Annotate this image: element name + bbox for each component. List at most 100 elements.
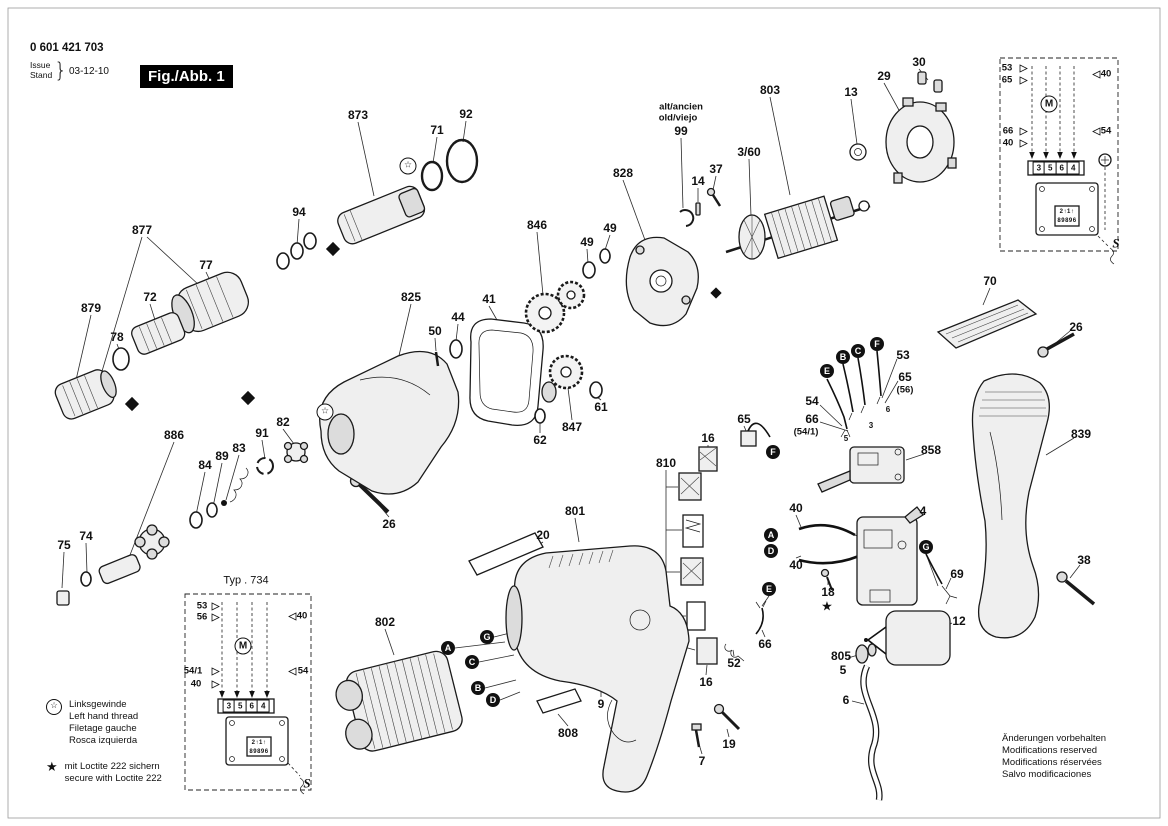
- part-callout: 2↑1↑: [1059, 209, 1075, 215]
- part-callout: 886: [163, 428, 185, 442]
- part-callout: 40: [789, 501, 803, 515]
- wire-badge-b: B: [471, 681, 485, 695]
- wire-badge-m: M: [1040, 95, 1058, 113]
- part-callout: 26: [1069, 320, 1083, 334]
- part-callout: 5: [839, 663, 847, 677]
- wire-badge-g: G: [480, 630, 494, 644]
- part-callout: 825: [400, 290, 422, 304]
- issue-stand-block: Issue Stand } 03-12-10: [30, 58, 109, 82]
- page-frame: [7, 7, 1161, 819]
- wire-badge-d: D: [764, 544, 778, 558]
- part-callout: 52: [727, 656, 741, 670]
- part-callout: 74: [79, 529, 93, 543]
- part-callout: 84: [198, 458, 212, 472]
- part-callout: 62: [533, 433, 547, 447]
- brace-glyph: }: [54, 58, 67, 82]
- part-callout: S: [1112, 235, 1120, 251]
- part-callout: 49: [603, 221, 617, 235]
- part-callout: 808: [557, 726, 579, 740]
- part-callout: 54: [805, 394, 819, 408]
- legend-line: Filetage gauche: [69, 722, 137, 734]
- part-callout: 94: [292, 205, 306, 219]
- legend-line: Left hand thread: [69, 710, 139, 722]
- part-callout: 83: [232, 441, 246, 455]
- part-callout: 66: [1002, 125, 1014, 137]
- part-callout: 13: [844, 85, 858, 99]
- part-callout: 18: [821, 585, 835, 599]
- filled-star-icon: ★: [46, 760, 58, 775]
- part-callout: 65: [898, 370, 912, 384]
- part-callout: old/viejo: [658, 112, 698, 124]
- part-callout: 72: [143, 290, 157, 304]
- wire-badge-m: M: [234, 637, 252, 655]
- part-callout: 53: [196, 600, 208, 612]
- part-callout: alt/ancien: [659, 101, 703, 113]
- part-callout: 847: [561, 420, 583, 434]
- part-callout: 828: [612, 166, 634, 180]
- legend-line: Rosca izquierda: [69, 734, 138, 746]
- part-callout: 38: [1077, 553, 1091, 567]
- footer-line: Modifications réservées: [1002, 756, 1102, 768]
- loctite-star-icon: ★: [821, 599, 833, 615]
- part-callout: 9: [597, 697, 605, 711]
- part-callout: 91: [255, 426, 269, 440]
- part-callout: 801: [564, 504, 586, 518]
- part-callout: 49: [580, 235, 594, 249]
- legend-line: secure with Loctite 222: [64, 772, 162, 784]
- clutch-assembly-shapes: [54, 138, 479, 420]
- part-callout: 26: [382, 517, 396, 531]
- part-callout: 2↑1↑: [251, 740, 267, 746]
- part-callout: 54: [1100, 125, 1112, 137]
- part-callout: 30: [912, 55, 926, 69]
- stand-label: Stand: [30, 70, 53, 80]
- wire-badge-e: E: [762, 582, 776, 596]
- part-callout: 77: [199, 258, 213, 272]
- part-callout: 89896: [249, 749, 269, 755]
- footer-line: Modifications reserved: [1002, 744, 1098, 756]
- part-callout: 803: [759, 83, 781, 97]
- wire-badge-f: F: [766, 445, 780, 459]
- part-callout: 75: [57, 538, 71, 552]
- modifications-note: Änderungen vorbehalten Modifications res…: [1002, 733, 1106, 781]
- part-callout: S: [303, 775, 311, 791]
- part-callout: 41: [482, 292, 496, 306]
- wire-badge-f: F: [870, 337, 884, 351]
- wiring-inset-typ734: [184, 593, 312, 795]
- wire-badge-g: G: [919, 540, 933, 554]
- wire-badge-a: A: [764, 528, 778, 542]
- part-callout: 877: [131, 223, 153, 237]
- part-callout: 40: [1002, 137, 1014, 149]
- left-hand-thread-star-icon: ☆: [316, 403, 334, 421]
- spindle-group-shapes: [56, 390, 390, 606]
- part-callout: 6: [885, 405, 891, 414]
- part-callout: 19: [722, 737, 736, 751]
- part-callout: 54: [297, 665, 309, 677]
- left-hand-thread-star-icon: ☆: [399, 157, 417, 175]
- wire-badge-c: C: [851, 344, 865, 358]
- part-callout: Typ . 734: [223, 574, 269, 587]
- wire-badge-c: C: [465, 655, 479, 669]
- part-callout: 16: [701, 431, 715, 445]
- legend-line: mit Loctite 222 sichern: [64, 761, 160, 772]
- part-callout: 89896: [1057, 218, 1077, 224]
- part-callout: 810: [655, 456, 677, 470]
- part-callout: 805: [830, 649, 852, 663]
- switch-wiring-shapes: [678, 350, 958, 801]
- part-callout: 879: [80, 301, 102, 315]
- part-callout: 5: [843, 434, 849, 443]
- part-callout: 7: [698, 754, 706, 768]
- part-callout: 71: [430, 123, 444, 137]
- part-callout: 3/60: [737, 145, 761, 159]
- loctite-legend: ★ mit Loctite 222 sichern secure with Lo…: [46, 761, 162, 785]
- part-callout: 66: [805, 412, 819, 426]
- wire-badge-a: A: [441, 641, 455, 655]
- part-callout: 40: [789, 558, 803, 572]
- figure-label: Fig./Abb. 1: [140, 65, 233, 88]
- issue-date: 03-12-10: [68, 65, 109, 77]
- part-callout: 37: [709, 162, 723, 176]
- part-callout: 14: [691, 174, 705, 188]
